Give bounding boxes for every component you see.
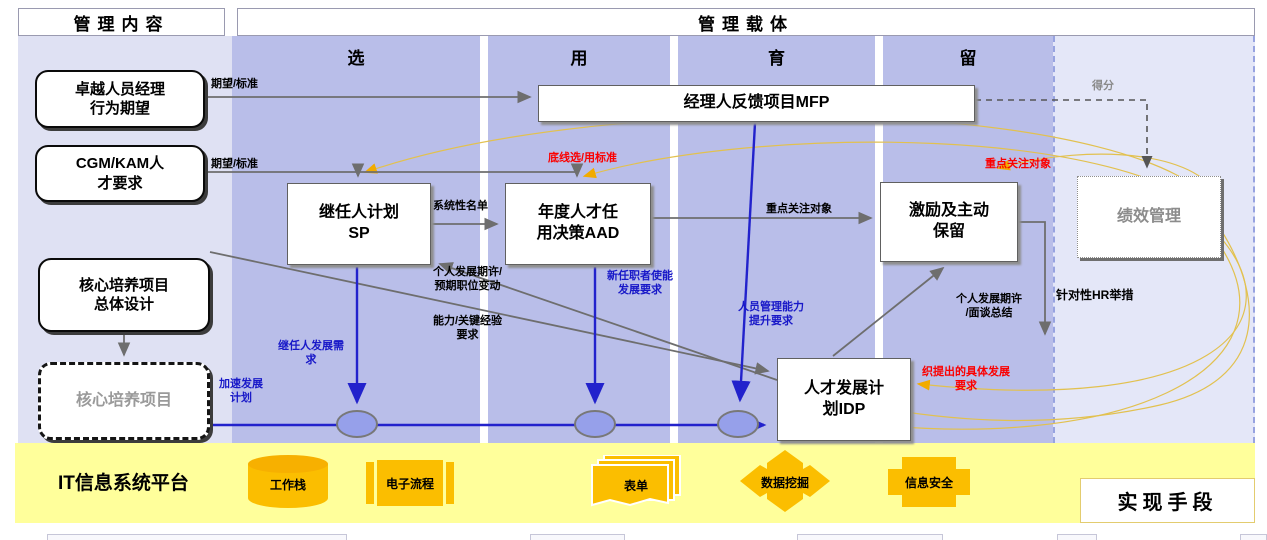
header-management-carrier: 管理载体 <box>237 8 1255 36</box>
header-management-content-label: 管理内容 <box>73 14 170 35</box>
label-expect-standard-1: 期望/标准 <box>211 78 259 90</box>
label-personal-expectation: 个人发展期许/ 预期职位变动 <box>432 266 503 292</box>
node-core-program: 核心培养项目 <box>38 362 210 440</box>
node-cgm-kam-requirement: CGM/KAM人 才要求 <box>35 145 205 202</box>
column-header-use: 用 <box>570 49 588 68</box>
label-systematic-list: 系统性名单 <box>433 200 488 212</box>
node-mfp: 经理人反馈项目MFP <box>538 85 975 122</box>
label-key-focus-mid: 重点关注对象 <box>766 203 832 215</box>
label-key-focus-right: 重点关注对象 <box>985 158 1051 170</box>
cutoff-box-stub <box>47 534 347 540</box>
header-management-carrier-label: 管理载体 <box>698 14 794 35</box>
label-score: 得分 <box>1092 80 1114 92</box>
label-new-appointee: 新任职者使能 发展要求 <box>607 270 673 296</box>
cutoff-box-stub <box>797 534 943 540</box>
label-personal-interview: 个人发展期许 /面谈总结 <box>956 293 1022 319</box>
icon-label-workstation: 工作栈 <box>269 478 306 492</box>
implementation-means-label: 实现手段 <box>1117 490 1218 514</box>
stacked-forms-icon: 表单 <box>590 454 682 507</box>
node-retention: 激励及主动 保留 <box>880 182 1018 262</box>
node-performance-mgmt: 绩效管理 <box>1077 176 1221 258</box>
label-accelerated-plan: 加速发展 计划 <box>219 378 263 404</box>
column-header-retain: 留 <box>959 49 977 68</box>
icon-label-forms: 表单 <box>623 479 648 493</box>
node-excellence-expectation: 卓越人员经理 行为期望 <box>35 70 205 128</box>
cross-block-icon: 信息安全 <box>888 457 970 507</box>
cutoff-box-stub <box>530 534 625 540</box>
icon-label-infosec: 信息安全 <box>904 476 953 490</box>
label-capability-requirement: 能力/关键经验 要求 <box>432 315 503 341</box>
node-core-program-design: 核心培养项目 总体设计 <box>38 258 210 332</box>
column-header-develop: 育 <box>768 49 785 68</box>
header-management-content: 管理内容 <box>18 8 225 36</box>
cutoff-box-stub <box>1057 534 1097 540</box>
implementation-means-box: 实现手段 <box>1080 478 1255 523</box>
icon-label-datamining: 数据挖掘 <box>760 476 809 490</box>
cutoff-box-stub <box>1240 534 1267 540</box>
label-expect-standard-2: 期望/标准 <box>211 158 259 170</box>
four-way-arrow-icon: 数据挖掘 <box>740 450 830 512</box>
it-platform-title: IT信息系统平台 <box>58 473 189 494</box>
column-header-select: 选 <box>347 49 365 68</box>
label-hr-measures: 针对性HR举措 <box>1056 288 1134 302</box>
node-idp: 人才发展计 划IDP <box>777 358 911 441</box>
label-successor-needs: 继任人发展需 求 <box>278 340 344 366</box>
icon-label-eflow: 电子流程 <box>385 477 434 491</box>
node-sp: 继任人计划 SP <box>287 183 431 265</box>
label-org-requirements: 织提出的具体发展 要求 <box>922 366 1010 392</box>
label-people-mgmt: 人员管理能力 提升要求 <box>738 301 804 327</box>
label-baseline-criteria: 底线选/用标准 <box>548 152 618 164</box>
process-rect-icon: 电子流程 <box>366 460 454 506</box>
node-aad: 年度人才任 用决策AAD <box>505 183 651 265</box>
database-cylinder-icon: 工作栈 <box>247 454 329 510</box>
